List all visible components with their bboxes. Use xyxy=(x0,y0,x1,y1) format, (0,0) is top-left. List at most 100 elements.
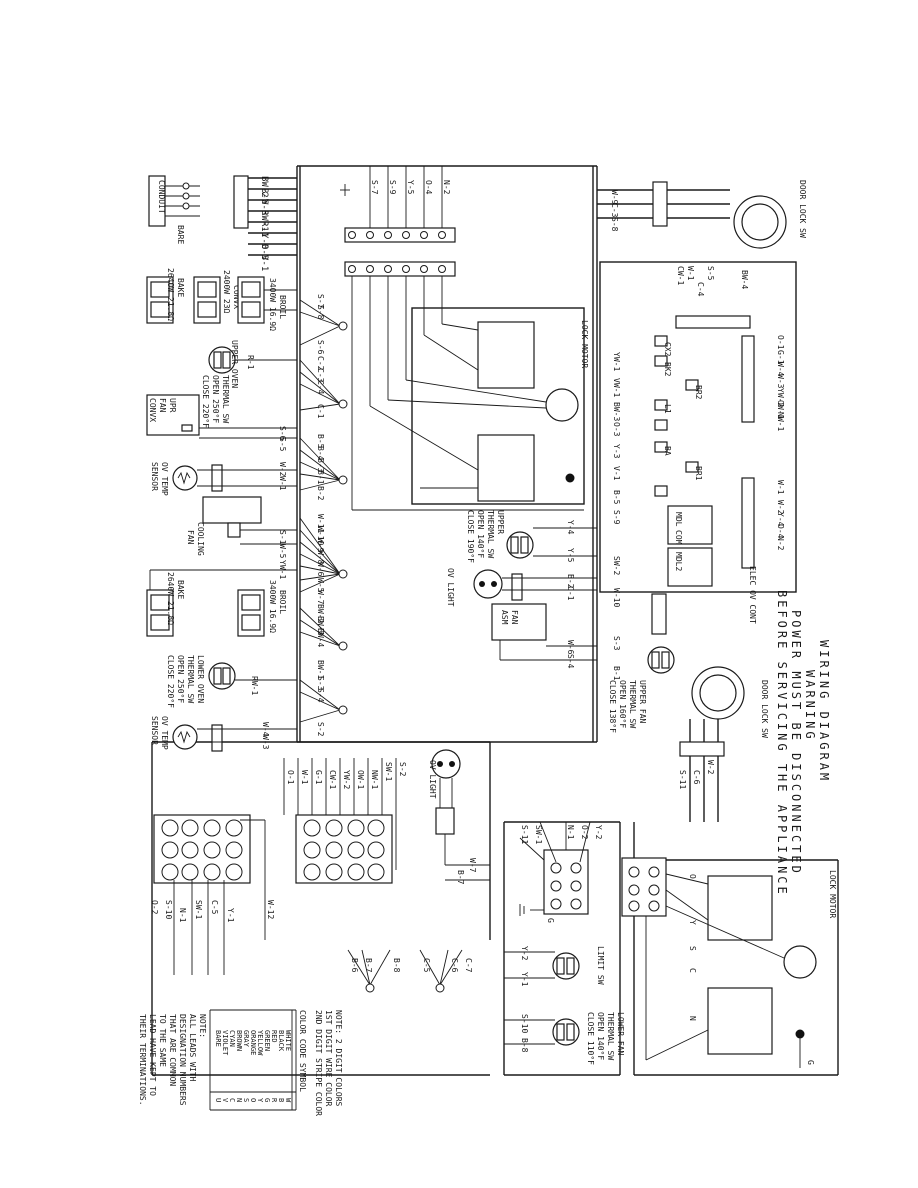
color-name: GRAY xyxy=(242,1030,250,1048)
wire-label: W-8 xyxy=(259,199,269,215)
convx-element: CONVX 2400W 23Ω xyxy=(193,270,241,324)
note-line: LEAD HAVE KEPT TO xyxy=(148,1014,157,1096)
bake-upper-rating: 2640W 21.8Ω xyxy=(166,268,175,321)
thermal-label: CLOSE 190°F xyxy=(466,510,475,563)
thermal-label: LOWER OVEN xyxy=(196,655,205,703)
bare-label: BARE xyxy=(176,225,185,244)
wire-label: B-5 xyxy=(316,434,325,449)
upper-lock-motor: LOCK MOTOR xyxy=(369,307,589,505)
lock-motor-label: LOCK MOTOR xyxy=(580,320,589,368)
fan-label: UPR xyxy=(168,398,177,413)
lower-bake-element: BAKE 2640W 21.8Ω xyxy=(146,569,297,637)
wire-label: S-4 xyxy=(566,654,575,669)
door-lock-label: DOOR LOCK SW xyxy=(798,180,807,238)
lower-oven-thermal-switch: RW-1 LOWER OVEN THERMAL SW OPEN 250°F CL… xyxy=(166,655,297,708)
wire-label: Y xyxy=(688,920,697,925)
color-symbol: S xyxy=(242,1098,250,1102)
lower-lock-motor: O Y S C N G LOCK MOTOR xyxy=(621,857,837,1068)
wire-label: SW-2 xyxy=(612,556,621,575)
wire-label: B-1 xyxy=(316,470,325,485)
wire-label: S-1 xyxy=(278,530,287,545)
wire-label: S-8 xyxy=(316,305,325,320)
wire-label: Y-4 xyxy=(776,512,785,527)
color-name: BROWN xyxy=(235,1030,243,1051)
color-symbol: G xyxy=(263,1098,271,1102)
thermal-label: CLOSE 220°F xyxy=(166,655,175,708)
thermal-label: CLOSE 138°F xyxy=(608,680,617,733)
color-symbol: N xyxy=(235,1098,243,1102)
lower-fan-thermal-switch: S-10 B-8 LOWER FAN THERMAL SW OPEN 140°F… xyxy=(504,1012,625,1065)
thermal-label: THERMAL SW xyxy=(186,655,195,703)
wire-label: S-10 xyxy=(164,900,173,919)
wire-label: O-3 xyxy=(612,422,621,437)
wire-label: B-8 xyxy=(392,958,401,973)
wire-label: S-7 xyxy=(370,180,379,195)
wire-label: W-2 xyxy=(278,462,287,477)
wire-label: SW-1 xyxy=(194,900,203,919)
cooling-fan-label: COOLING xyxy=(196,522,205,556)
lower-junctions: B-6 B-7 B-8 C-5 C-6 C-7 xyxy=(347,949,473,993)
upper-broil-element: BROIL 3400W 16.9Ω xyxy=(237,276,297,331)
color-name: BLACK xyxy=(277,1030,285,1052)
wire-label: CW-1 xyxy=(328,770,337,789)
wire-label: S-6 xyxy=(278,426,287,441)
wire-label: O-3 xyxy=(259,244,269,260)
wire-label: W-2 xyxy=(706,760,715,775)
sensor-label: OV TEMP xyxy=(160,462,169,496)
wire-label: G-1 xyxy=(314,770,323,785)
lower-plug-left: Y-1 C-5 SW-1 N-1 S-10 O-2 W-12 xyxy=(150,814,275,975)
pin-label: CX2 xyxy=(663,342,672,357)
thermal-label: THERMAL SW xyxy=(606,1012,615,1060)
fan-label: FAN xyxy=(158,398,167,413)
ov-light-label: OV LIGHT xyxy=(446,568,455,607)
wire-label: S-8 xyxy=(610,217,619,232)
wire-label: Y-3 xyxy=(259,233,269,249)
upper-fan-thermal-switch: UPPER FAN THERMAL SW OPEN 160°F CLOSE 13… xyxy=(608,646,675,733)
sensor-label: OV TEMP xyxy=(160,716,169,750)
pin-label: BR1 xyxy=(694,466,703,481)
wire-label: S-4 xyxy=(316,688,325,703)
wire-label: N-1 xyxy=(178,908,187,923)
wire-label: W-1 xyxy=(686,266,695,281)
color-name: BARE xyxy=(214,1030,222,1047)
wire-label: B-6 xyxy=(259,188,269,204)
wire-label: C-3 xyxy=(316,368,325,383)
wire-label: W-1 xyxy=(278,476,287,491)
color-symbol: O xyxy=(249,1098,257,1102)
main-bus-wires xyxy=(151,165,839,1076)
limit-switch: Y-2 Y-1 LIMIT SW xyxy=(504,946,605,987)
note-top-1: NOTE: 2 DIGIT COLORS xyxy=(334,1010,343,1107)
color-name: WHITE xyxy=(284,1030,292,1051)
wire-label: SW-1 xyxy=(534,825,543,844)
wire-label: C-2 xyxy=(316,356,325,371)
note-line: TO THE SAME xyxy=(158,1014,167,1067)
wire-label: Y-4 xyxy=(566,520,575,535)
wire-label: W-4 xyxy=(261,722,270,737)
wire-label: S-5 xyxy=(278,437,287,452)
wire-label: B-1 xyxy=(612,666,621,681)
wire-label: S-3 xyxy=(316,676,325,691)
wire-label: Y-5 xyxy=(566,548,575,563)
lower-ov-temp-sensor: OV TEMP SENSOR W-4 W-3 xyxy=(150,716,297,752)
wire-label: O-4 xyxy=(424,180,433,195)
thermal-label: THERMAL SW xyxy=(486,510,495,558)
wire-label: RW-1 xyxy=(250,676,259,695)
wire-label: N-2 xyxy=(776,536,785,551)
wire-label: BW-2 xyxy=(259,176,269,198)
wire-label: W-6 xyxy=(566,640,575,655)
wire-label: S-3 xyxy=(612,636,621,651)
color-symbol: B xyxy=(277,1098,285,1102)
diagram-title-block: WIRING DIAGRAM WARNING POWER MUST BE DIS… xyxy=(775,590,831,897)
wire-label: BW-1 xyxy=(316,660,325,679)
color-code-table: NOTE: 2 DIGIT COLORS 1ST DIGIT WIRE COLO… xyxy=(209,1009,343,1116)
thermal-label: LOWER FAN xyxy=(616,1012,625,1056)
fan-asm-label: FAN xyxy=(510,610,519,625)
wire-label: W-6 xyxy=(316,562,325,577)
wire-label: SW-1 xyxy=(384,762,393,781)
note-line: THEIR TERMINATIONS. xyxy=(138,1014,147,1106)
color-name: ORANGE xyxy=(249,1030,257,1055)
thermal-label: OPEN 250°F xyxy=(211,375,220,423)
broil-upper-rating: 3400W 16.9Ω xyxy=(268,278,277,331)
wire-label: C-1 xyxy=(316,404,325,419)
